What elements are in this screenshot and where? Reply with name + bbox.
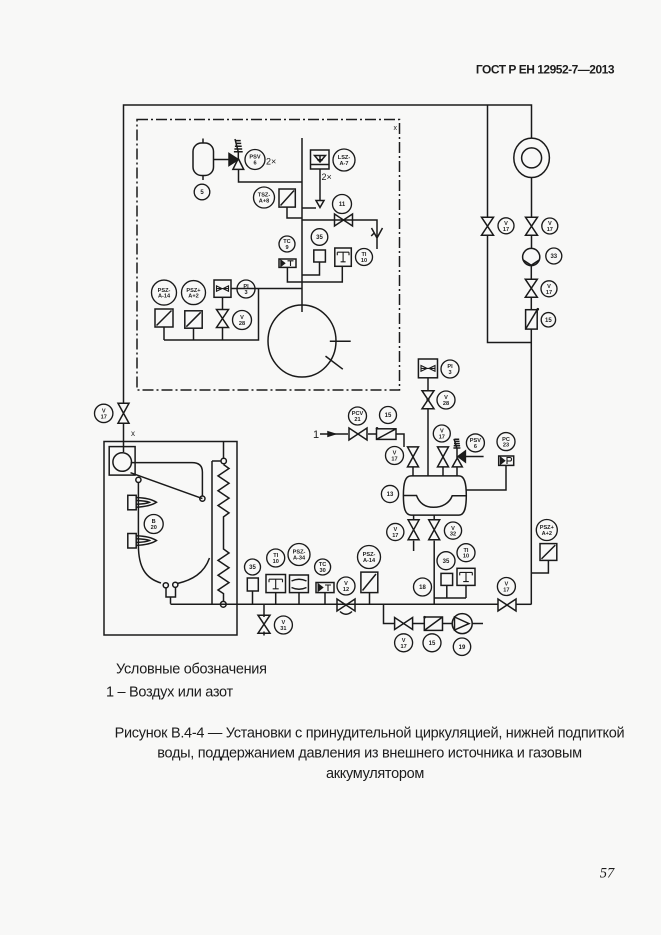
svg-text:10: 10 [463, 554, 469, 560]
svg-text:V: V [547, 284, 551, 290]
svg-text:35: 35 [443, 559, 450, 565]
svg-text:17: 17 [391, 457, 397, 463]
svg-text:30: 30 [319, 568, 325, 574]
svg-text:TSZ-: TSZ- [258, 193, 271, 199]
svg-text:9: 9 [285, 245, 288, 251]
svg-text:17: 17 [400, 644, 406, 650]
svg-text:A-7: A-7 [339, 161, 348, 167]
svg-text:V: V [102, 409, 106, 415]
svg-text:A-34: A-34 [293, 556, 306, 562]
svg-text:Рисунок В.4-4 — Установки с пр: Рисунок В.4-4 — Установки с принудительн… [115, 726, 625, 742]
svg-text:1 – Воздух или азот: 1 – Воздух или азот [106, 685, 233, 701]
svg-text:V: V [282, 620, 286, 626]
svg-text:V: V [393, 527, 397, 533]
svg-text:31: 31 [280, 626, 286, 632]
svg-text:TI: TI [464, 548, 469, 554]
svg-text:PI: PI [447, 364, 453, 370]
svg-text:12: 12 [343, 587, 349, 593]
svg-text:3: 3 [244, 290, 247, 296]
svg-text:V: V [402, 638, 406, 644]
svg-text:PSZ-: PSZ- [158, 288, 171, 294]
svg-text:PCV: PCV [352, 411, 364, 417]
svg-text:35: 35 [249, 565, 256, 571]
svg-text:1: 1 [313, 429, 319, 441]
svg-text:17: 17 [547, 227, 553, 233]
svg-text:A+8: A+8 [259, 199, 269, 205]
svg-text:17: 17 [503, 588, 509, 594]
svg-text:PSZ-: PSZ- [363, 552, 376, 558]
svg-text:3: 3 [448, 370, 451, 376]
svg-text:35: 35 [316, 235, 323, 241]
svg-text:17: 17 [392, 533, 398, 539]
svg-text:TI: TI [273, 553, 278, 559]
svg-text:V: V [440, 429, 444, 435]
svg-text:LSZ-: LSZ- [338, 155, 351, 161]
svg-text:11: 11 [339, 202, 346, 208]
svg-text:33: 33 [550, 254, 557, 260]
svg-text:x: x [131, 429, 135, 438]
svg-text:17: 17 [546, 290, 552, 296]
svg-text:PC: PC [502, 437, 510, 443]
svg-text:PSZ-: PSZ- [293, 550, 306, 556]
svg-text:15: 15 [385, 413, 392, 419]
svg-text:17: 17 [439, 435, 445, 441]
svg-text:PI: PI [243, 284, 249, 290]
svg-text:V: V [451, 526, 455, 532]
svg-text:19: 19 [459, 645, 466, 651]
svg-text:17: 17 [101, 414, 107, 420]
svg-text:V: V [548, 221, 552, 227]
svg-text:ГОСТ Р ЕН 12952-7—2013: ГОСТ Р ЕН 12952-7—2013 [476, 63, 615, 77]
svg-text:TI: TI [362, 252, 367, 258]
svg-text:17: 17 [503, 227, 509, 233]
svg-text:13: 13 [387, 492, 394, 498]
svg-text:PSV: PSV [470, 438, 481, 444]
svg-text:5: 5 [200, 190, 204, 196]
svg-text:57: 57 [600, 866, 615, 882]
svg-text:V: V [240, 315, 244, 321]
svg-text:V: V [505, 582, 509, 588]
svg-text:20: 20 [151, 525, 157, 531]
svg-text:18: 18 [419, 585, 426, 591]
svg-text:10: 10 [273, 559, 279, 565]
svg-text:28: 28 [443, 401, 449, 407]
svg-text:A+2: A+2 [188, 294, 198, 300]
svg-text:15: 15 [545, 318, 552, 324]
svg-text:Условные обозначения: Условные обозначения [116, 662, 267, 678]
svg-text:PSZ+: PSZ+ [186, 288, 201, 294]
svg-text:6: 6 [253, 161, 256, 167]
svg-text:10: 10 [361, 258, 367, 264]
svg-text:V: V [504, 221, 508, 227]
svg-text:28: 28 [239, 321, 245, 327]
svg-text:аккумулятором: аккумулятором [326, 766, 424, 782]
svg-text:PSZ+: PSZ+ [540, 525, 555, 531]
svg-text:TC: TC [283, 239, 290, 245]
svg-text:x: x [394, 125, 398, 132]
svg-text:23: 23 [503, 443, 509, 449]
svg-text:A-14: A-14 [363, 558, 376, 564]
svg-text:6: 6 [474, 444, 477, 450]
svg-text:PSV: PSV [249, 155, 260, 161]
svg-text:V: V [344, 581, 348, 587]
svg-text:B: B [152, 519, 156, 525]
svg-text:21: 21 [354, 417, 360, 423]
svg-text:2×: 2× [266, 157, 276, 167]
svg-text:2×: 2× [322, 172, 332, 182]
svg-text:A-14: A-14 [158, 294, 171, 300]
svg-text:32: 32 [450, 532, 456, 538]
svg-text:воды, поддержанием давления из: воды, поддержанием давления из внешнего … [157, 746, 581, 762]
svg-text:TC: TC [319, 562, 326, 568]
svg-text:V: V [444, 395, 448, 401]
svg-text:V: V [393, 451, 397, 457]
svg-text:A+2: A+2 [542, 531, 552, 537]
svg-text:15: 15 [429, 641, 436, 647]
